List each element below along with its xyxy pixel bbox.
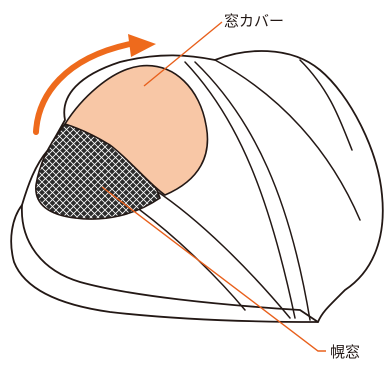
- window-cover-label: 窓カバー: [224, 12, 284, 30]
- hood-window-label: 幌窓: [330, 343, 360, 361]
- arrow-head: [128, 34, 156, 57]
